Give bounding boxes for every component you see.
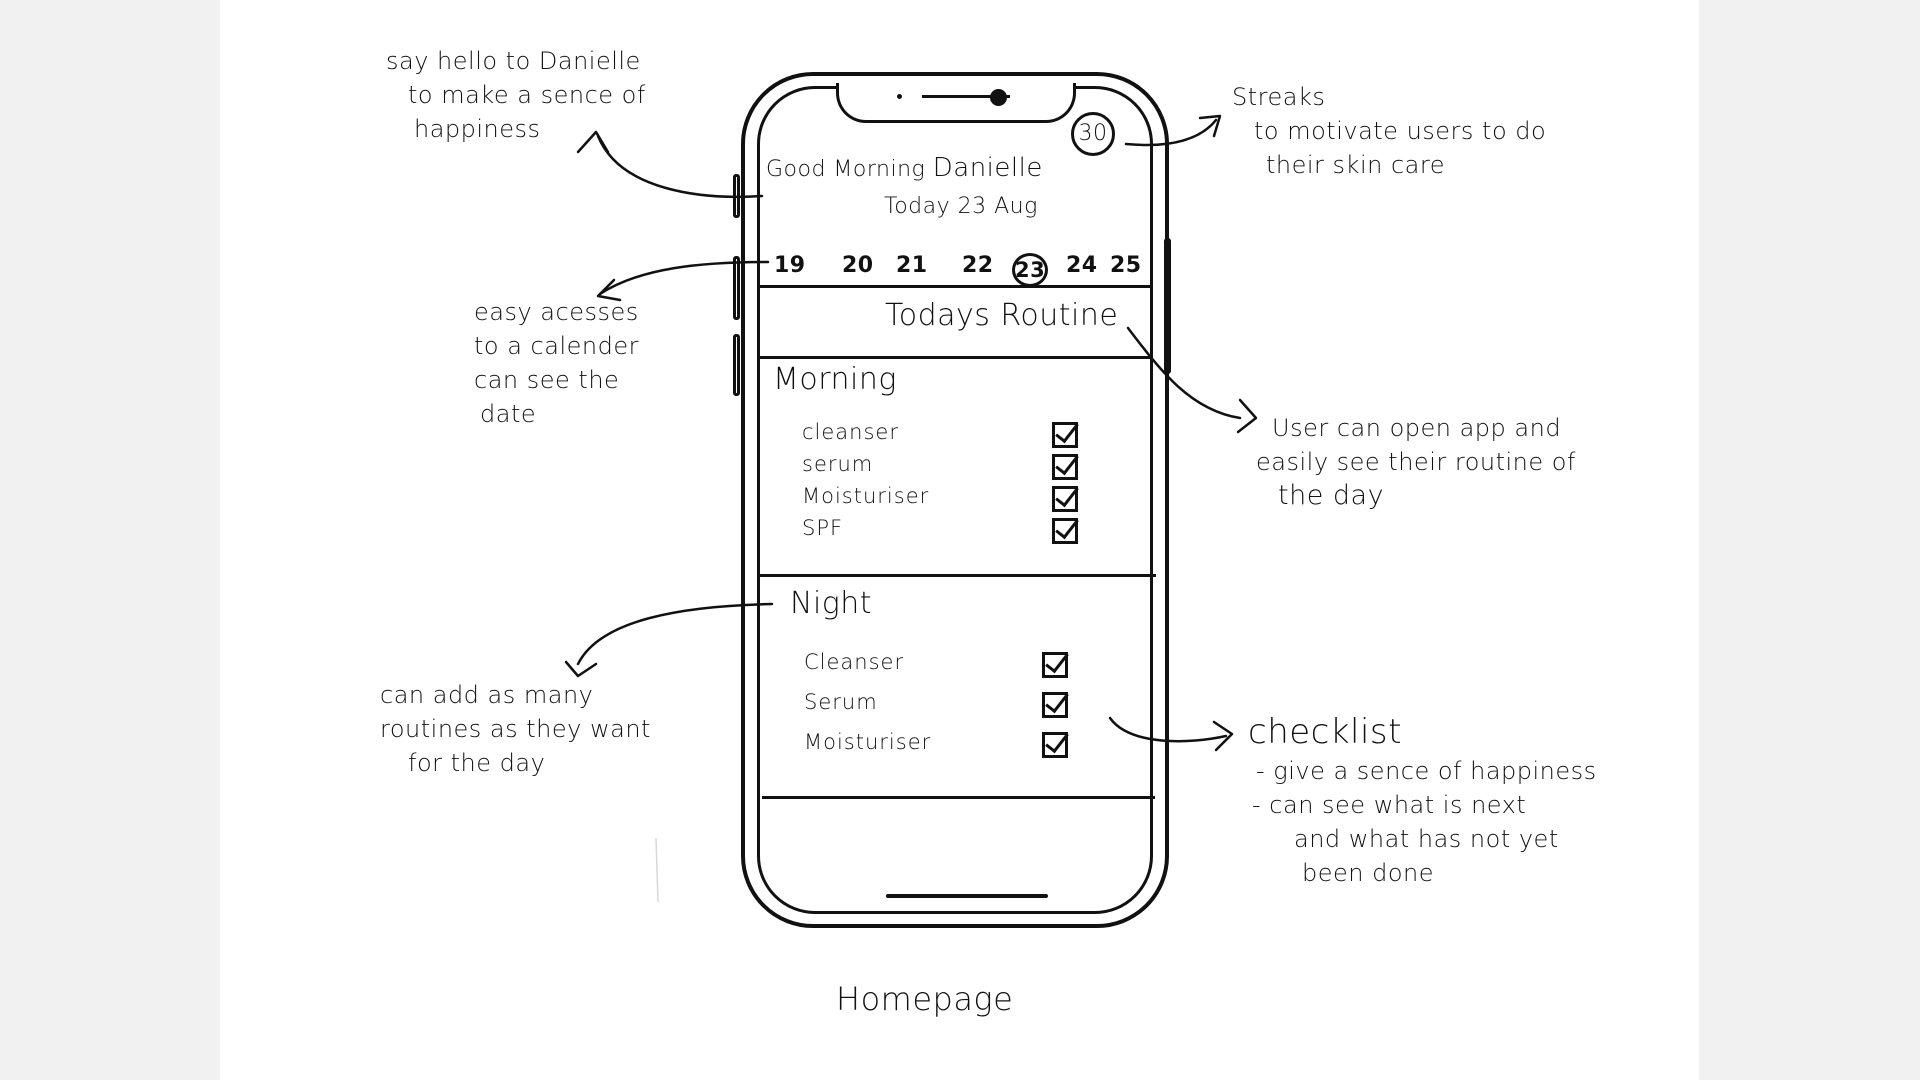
- calendar-arrowhead: [596, 278, 622, 302]
- add-routine-annotation: can add as many routines as they want fo…: [380, 678, 651, 780]
- annotation-line: to a calender: [474, 332, 639, 360]
- streak-arrow: [1124, 118, 1218, 147]
- routine-arrowhead: [1236, 398, 1258, 434]
- routine-arrow: [1126, 326, 1242, 420]
- checked-checkbox-icon[interactable]: [1052, 422, 1078, 448]
- greeting-annotation: say hello to Danielle to make a sence of…: [386, 44, 646, 146]
- sensor-dot: [897, 94, 902, 99]
- routine-annotation: User can open app and easily see their r…: [1256, 411, 1576, 513]
- annotation-heading: checklist: [1248, 712, 1402, 752]
- greeting-text: Good Morning Danielle: [766, 153, 1043, 183]
- page-caption: Homepage: [836, 980, 1014, 1018]
- calendar-day[interactable]: 20: [842, 253, 874, 278]
- phone-screen: [757, 86, 1153, 914]
- annotation-line: easy acesses: [474, 298, 639, 326]
- checklist-arrowhead: [1212, 720, 1234, 752]
- calendar-day[interactable]: 21: [896, 253, 928, 278]
- volume-up-button: [733, 256, 740, 320]
- streak-counter[interactable]: 30: [1071, 112, 1115, 156]
- date-line: Today 23 Aug: [884, 194, 1038, 219]
- volume-down-button: [733, 334, 740, 396]
- section-divider: [758, 574, 1156, 577]
- annotation-line: easily see their routine of: [1256, 448, 1576, 476]
- bottom-divider: [762, 796, 1155, 799]
- checklist-arrow: [1108, 716, 1228, 743]
- annotation-line: say hello to Danielle: [386, 47, 641, 75]
- add-routine-arrow: [576, 602, 774, 666]
- annotation-line: the day: [1278, 480, 1385, 511]
- annotation-line: User can open app and: [1272, 414, 1562, 442]
- checked-checkbox-icon[interactable]: [1042, 692, 1068, 718]
- checked-checkbox-icon[interactable]: [1042, 732, 1068, 758]
- annotation-line: routines as they want: [380, 715, 651, 743]
- calendar-divider: [758, 285, 1152, 288]
- checklist-annotation: checklist - give a sence of happiness - …: [1248, 710, 1597, 890]
- calendar-day[interactable]: 24: [1066, 253, 1098, 278]
- annotation-line: date: [480, 400, 537, 428]
- greeting-label: Good Morning: [766, 157, 926, 182]
- checklist-item-label: serum: [802, 452, 874, 476]
- streak-arrowhead: [1198, 114, 1222, 138]
- annotation-line: their skin care: [1266, 151, 1445, 179]
- routine-divider: [758, 356, 1152, 359]
- pencil-mark: [655, 837, 659, 903]
- annotation-line: to motivate users to do: [1254, 117, 1547, 145]
- checked-checkbox-icon[interactable]: [1052, 486, 1078, 512]
- routine-title: Todays Routine: [885, 298, 1119, 333]
- annotation-line: can add as many: [380, 681, 594, 709]
- speaker-slot: [922, 95, 1010, 98]
- home-indicator: [886, 894, 1048, 898]
- night-title: Night: [790, 586, 873, 621]
- user-name: Danielle: [932, 153, 1043, 183]
- phone-frame: [741, 72, 1169, 928]
- checklist-item-label: Moisturiser: [802, 484, 930, 508]
- add-routine-arrowhead: [564, 660, 598, 678]
- checklist-item-label: Serum: [804, 690, 878, 714]
- annotation-line: - give a sence of happiness: [1256, 757, 1597, 785]
- calendar-day[interactable]: 22: [962, 253, 994, 278]
- greeting-arrow: [596, 134, 764, 199]
- checked-checkbox-icon[interactable]: [1052, 454, 1078, 480]
- checked-checkbox-icon[interactable]: [1052, 518, 1078, 544]
- annotation-line: - can see what is next: [1252, 791, 1527, 819]
- calendar-arrow: [598, 260, 770, 296]
- annotation-line: Streaks: [1232, 83, 1326, 111]
- calendar-day[interactable]: 19: [774, 253, 806, 278]
- annotation-line: been done: [1302, 859, 1434, 887]
- annotation-line: to make a sence of: [408, 81, 646, 109]
- morning-title: Morning: [773, 362, 897, 397]
- greeting-arrowhead: [576, 130, 610, 154]
- annotation-line: for the day: [408, 749, 546, 777]
- calendar-annotation: easy acesses to a calender can see the d…: [474, 295, 639, 431]
- checklist-item-label: Moisturiser: [804, 730, 932, 754]
- checklist-item-label: cleanser: [802, 420, 899, 444]
- front-camera: [990, 89, 1007, 106]
- streak-annotation: Streaks to motivate users to do their sk…: [1232, 80, 1546, 182]
- annotation-line: can see the: [474, 366, 620, 394]
- checked-checkbox-icon[interactable]: [1042, 652, 1068, 678]
- checklist-item-label: SPF: [802, 516, 844, 540]
- phone-notch: [836, 83, 1076, 123]
- calendar-day[interactable]: 25: [1110, 253, 1142, 278]
- checklist-item-label: Cleanser: [804, 650, 905, 674]
- annotation-line: and what has not yet: [1294, 825, 1559, 853]
- annotation-line: happiness: [414, 115, 541, 143]
